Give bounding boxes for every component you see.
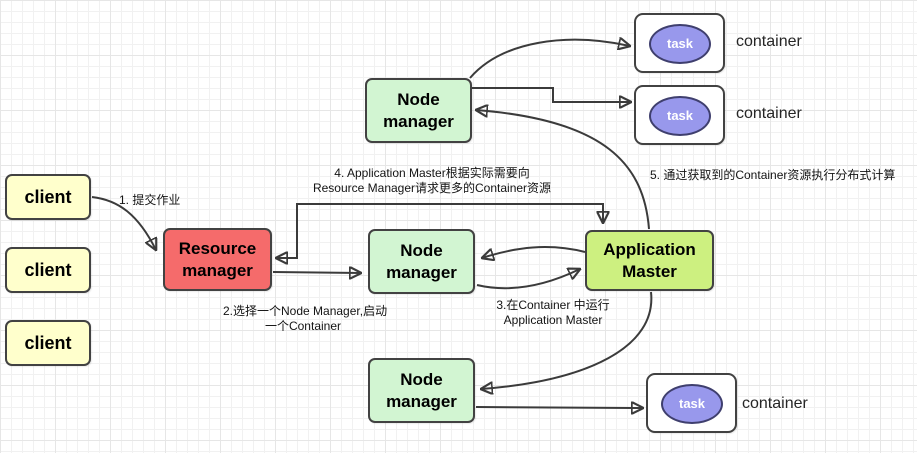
step5-label: 5. 通过获取到的Container资源执行分布式计算 [650, 168, 896, 182]
step2-line1: 2.选择一个Node Manager,启动 [223, 304, 388, 318]
node-manager-label: Node manager [386, 241, 457, 282]
node-manager-label: Node manager [386, 370, 457, 411]
node-manager-middle: Node manager [368, 229, 475, 294]
step4-line2: Resource Manager请求更多的Container资源 [312, 181, 552, 196]
task-oval: task [649, 24, 711, 64]
step4-label: 4. Application Master根据实际需要向 Resource Ma… [292, 166, 572, 197]
client-node-3: client [5, 320, 91, 366]
container-label-3: container [742, 395, 808, 412]
application-master-node: Application Master [585, 230, 714, 291]
step1-label: 1. 提交作业 [119, 193, 181, 207]
arrow-node-manager-to-application-master [476, 269, 580, 290]
task-oval: task [661, 384, 723, 424]
application-master-label: Application Master [603, 240, 696, 281]
client-label: client [24, 259, 72, 280]
arrow-resource-manager-to-node-manager [272, 272, 361, 273]
resource-manager-label: Resource manager [178, 239, 257, 280]
container-box-3: task [646, 373, 737, 433]
step4-line1: 4. Application Master根据实际需要向 [334, 166, 530, 180]
step2-label: 2.选择一个Node Manager,启动 一个Container [223, 304, 388, 335]
step2-line2: 一个Container [264, 319, 342, 334]
step3-label: 3.在Container 中运行 Application Master [478, 298, 628, 329]
node-manager-bottom: Node manager [368, 358, 475, 423]
resource-manager-node: Resource manager [163, 228, 272, 291]
client-label: client [24, 332, 72, 353]
node-manager-top: Node manager [365, 78, 472, 143]
step3-line2: Application Master [503, 313, 603, 328]
task-oval: task [649, 96, 711, 136]
node-manager-label: Node manager [383, 90, 454, 131]
client-node-2: client [5, 247, 91, 293]
arrow-top-node-manager-to-container-1 [469, 40, 630, 79]
arrow-top-node-manager-to-container-2 [472, 87, 631, 102]
container-box-1: task [634, 13, 725, 73]
client-node-1: client [5, 174, 91, 220]
container-label-1: container [736, 33, 802, 50]
container-box-2: task [634, 85, 725, 145]
step3-line1: 3.在Container 中运行 [496, 298, 610, 312]
client-label: client [24, 186, 72, 207]
arrow-application-master-to-node-manager [482, 246, 586, 258]
container-label-2: container [736, 105, 802, 122]
arrow-bottom-node-manager-to-container-3 [475, 407, 643, 408]
